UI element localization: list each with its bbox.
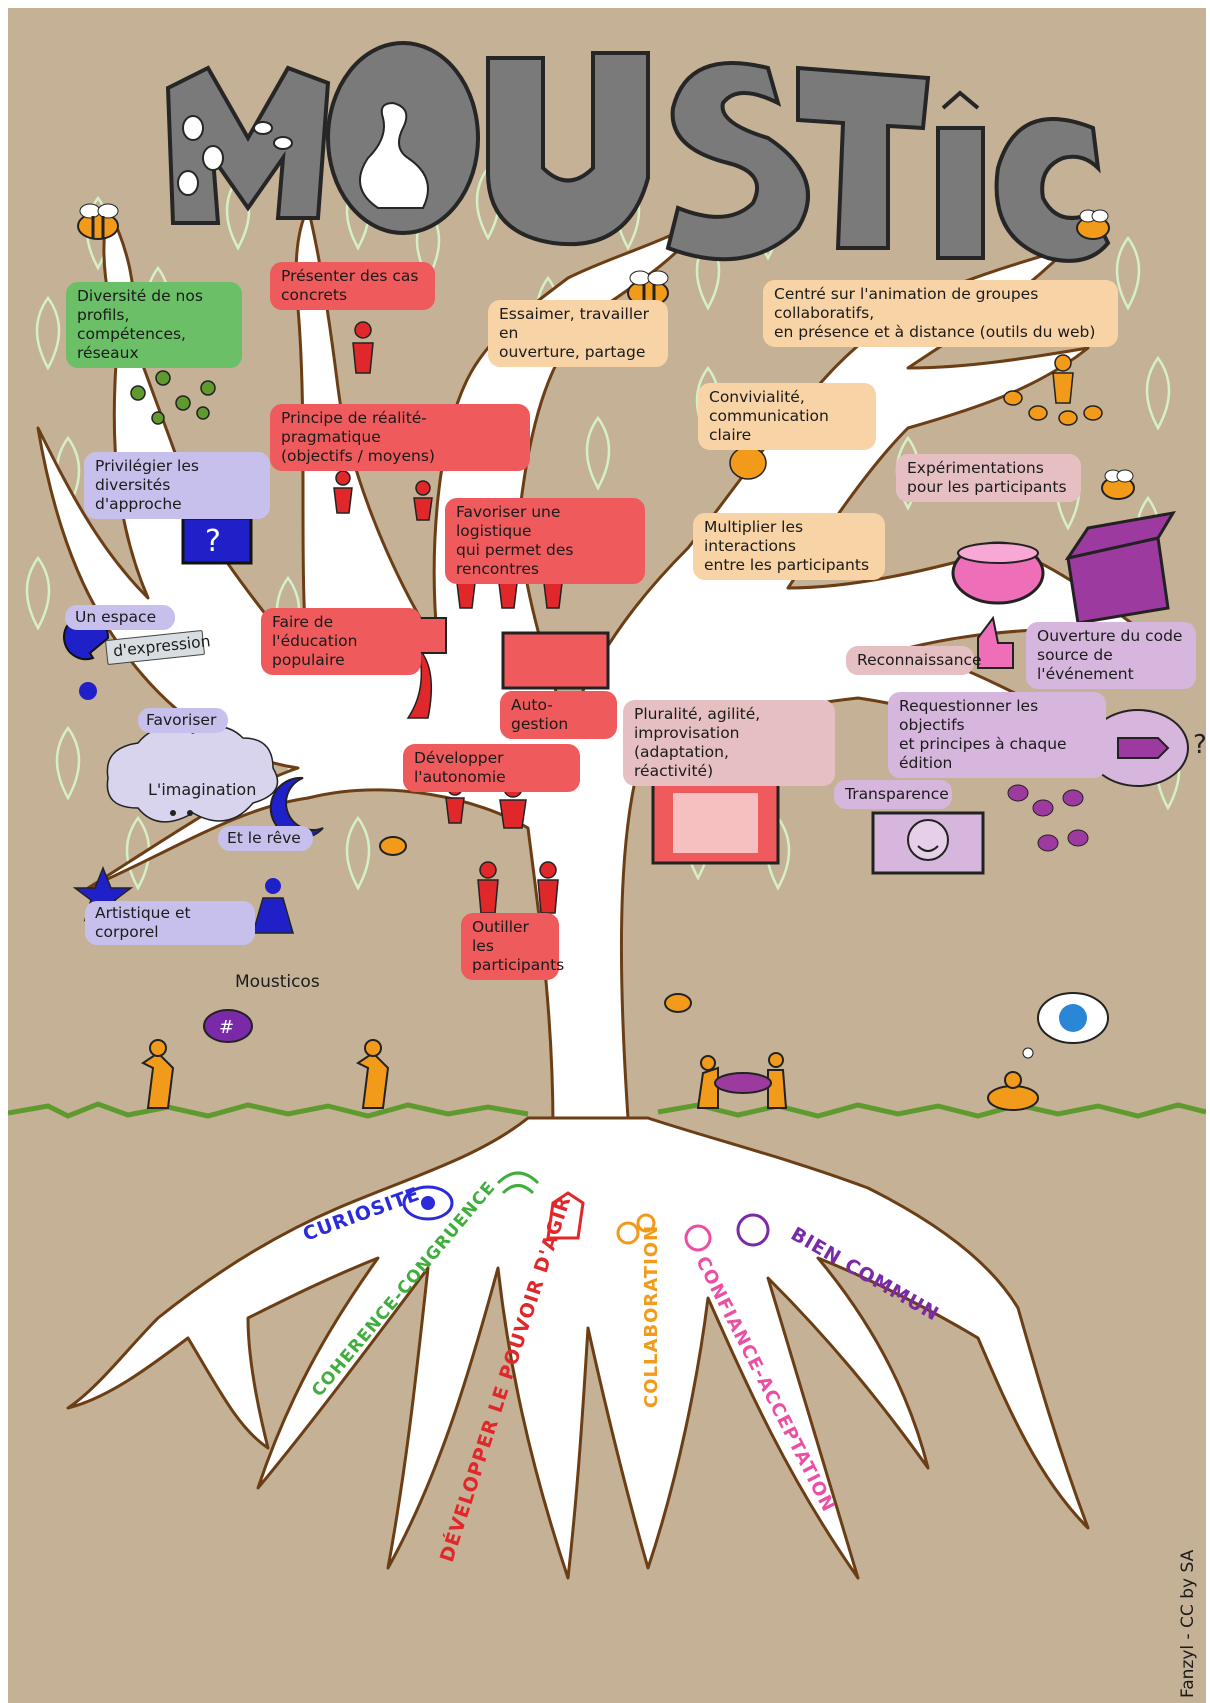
cauldron-icon <box>951 541 1045 605</box>
label-favoriser: Favoriser <box>138 708 228 733</box>
label-centre-animation: Centré sur l'animation de groupes collab… <box>763 280 1118 347</box>
label-espace: Un espace <box>65 605 175 630</box>
earth-bubble-icon <box>1022 992 1109 1059</box>
fire-plant-icon <box>406 617 447 719</box>
label-auto-gestion: Auto-gestion <box>500 691 617 739</box>
label-transparence: Transparence <box>834 780 952 809</box>
signpost-icon: ? <box>1087 709 1206 787</box>
credit-text: Fanzyl - CC by SA <box>1178 1549 1198 1698</box>
label-education: Faire de l'éducation populaire <box>261 608 421 675</box>
fist-icon <box>546 1191 585 1240</box>
globe-hands-icon <box>684 1213 770 1252</box>
label-privilegier: Privilégier les diversités d'approche <box>84 452 270 519</box>
bee-icon <box>1101 469 1135 500</box>
moon-icon <box>269 776 324 839</box>
label-autonomie: Développer l'autonomie <box>403 744 580 792</box>
handshake-icon <box>616 1213 656 1245</box>
mousticos-figures <box>141 1039 1039 1111</box>
thumbs-up-icon <box>977 615 1014 669</box>
wifi-icon <box>496 1171 540 1195</box>
bee-icon <box>1076 209 1110 240</box>
label-outiller: Outiller les participants <box>461 913 564 980</box>
swan-icon <box>359 101 429 209</box>
smiley-screen-icon <box>871 811 985 875</box>
label-ouverture-code: Ouverture du code source de l'événement <box>1026 622 1196 689</box>
svg-text:?: ? <box>1193 730 1206 760</box>
dancer-icon <box>252 878 294 934</box>
bee-icon <box>77 203 119 240</box>
label-cas-concrets: Présenter des cas concrets <box>270 262 435 310</box>
hashtag-bubble-icon: # <box>203 1009 253 1043</box>
label-convivialite: Convivialité, communication claire <box>698 383 876 450</box>
label-logistique: Favoriser une logistique qui permet des … <box>445 498 645 584</box>
label-realite: Principe de réalité- pragmatique (object… <box>270 404 530 471</box>
title-shapes <box>165 41 1111 263</box>
label-artistique: Artistique et corporel <box>85 901 255 945</box>
label-pluralite: Pluralité, agilité, improvisation (adapt… <box>623 700 835 786</box>
label-interactions: Multiplier les interactions entre les pa… <box>693 513 885 580</box>
poster: ? ? <box>8 8 1206 1703</box>
label-mousticos: Mousticos <box>235 972 320 992</box>
label-requestionner: Requestionner les objectifs et principes… <box>888 692 1106 778</box>
chest-icon <box>1064 510 1176 625</box>
eye-lens-icon <box>402 1185 454 1221</box>
collaboration-figures <box>729 354 1103 480</box>
basket-icon <box>714 1072 772 1094</box>
svg-text:?: ? <box>205 524 221 559</box>
svg-text:#: # <box>219 1017 234 1038</box>
auto-gestion-board-icon <box>501 631 610 690</box>
label-experimentations: Expérimentations pour les participants <box>896 454 1081 502</box>
label-reconnaissance: Reconnaissance <box>846 646 982 675</box>
bee-icon <box>379 836 407 856</box>
tree-illustration: ? ? <box>8 41 1206 1580</box>
label-essaimer: Essaimer, travailler en ouverture, parta… <box>488 300 668 367</box>
network-plants-icon <box>130 370 216 425</box>
bee-icon <box>627 270 669 307</box>
root-collaboration: COLLABORATION <box>641 1224 662 1408</box>
label-reve: Et le rêve <box>218 826 313 851</box>
label-diversite: Diversité de nos profils, compétences, r… <box>66 282 242 368</box>
purple-hearts <box>1007 784 1089 852</box>
label-imagination: L'imagination <box>148 780 257 799</box>
title-dots <box>177 90 980 196</box>
stage-icon <box>651 781 780 865</box>
bee-icon <box>664 993 692 1013</box>
grass-line <box>8 1101 1206 1119</box>
